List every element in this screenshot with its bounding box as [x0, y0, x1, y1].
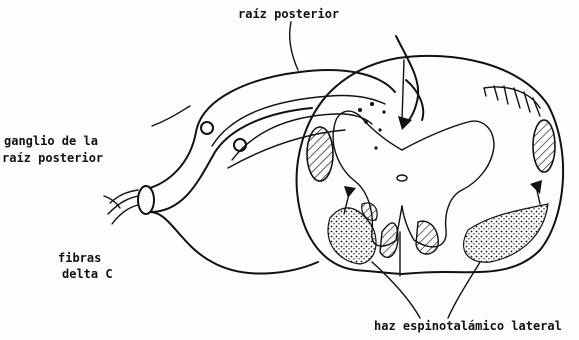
label-spinothalamic-tract: haz espinotalámico lateral: [374, 319, 562, 333]
leader-lines: [104, 22, 480, 318]
synapse-dots: [358, 102, 386, 150]
ganglion-cells: [201, 122, 246, 151]
delta-c-fibers: [108, 186, 154, 224]
label-fibers-line2: delta C: [62, 267, 113, 281]
label-ganglion-line2: raíz posterior: [2, 151, 103, 165]
label-ganglion-line1: ganglio de la: [4, 134, 98, 148]
label-dorsal-root: raíz posterior: [238, 7, 339, 21]
spinothalamic-tracts: [328, 204, 548, 264]
label-fibers-line1: fibras: [58, 251, 101, 265]
dorsal-horn-bands: [484, 86, 540, 116]
entry-arrow: [396, 36, 423, 130]
